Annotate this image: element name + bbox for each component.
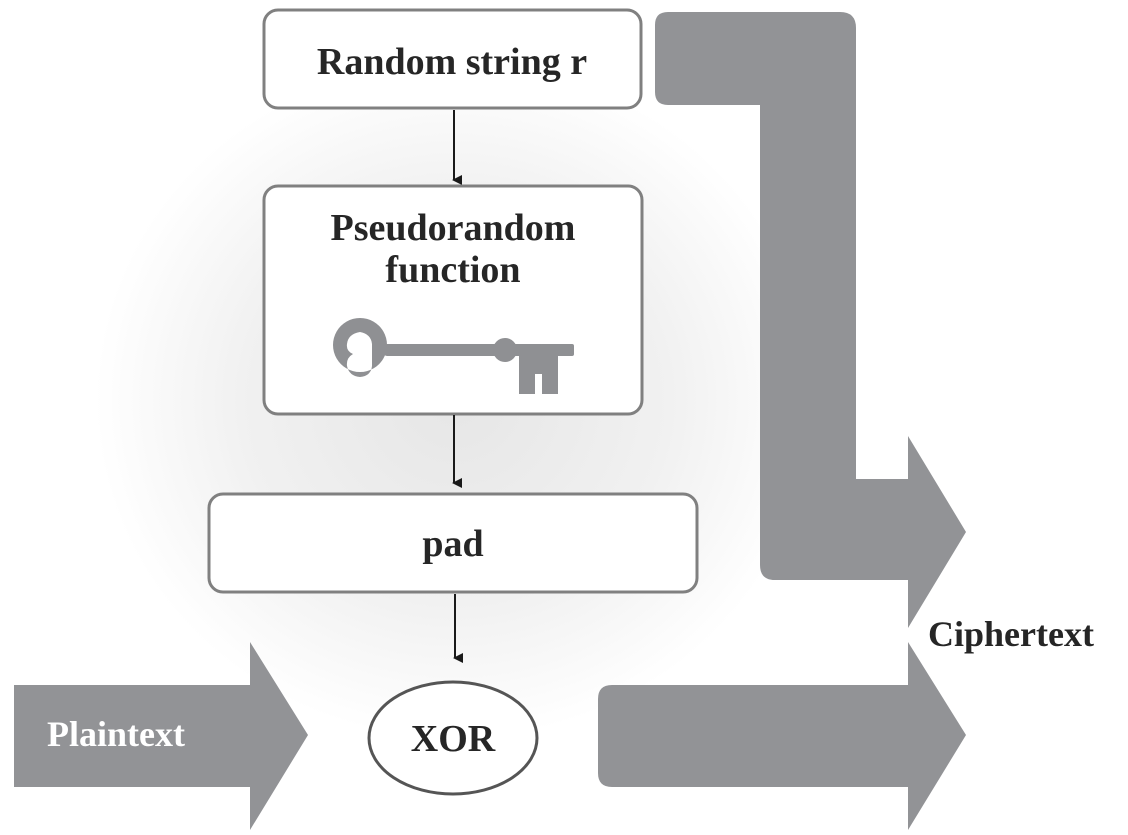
random-string-box: Random string r: [262, 8, 643, 110]
plaintext-arrow: [14, 642, 308, 830]
pad-box: pad: [207, 492, 699, 594]
xor-label: XOR: [411, 718, 496, 760]
xor-to-ciphertext-arrow: [598, 642, 966, 830]
ciphertext-label: Ciphertext: [928, 614, 1094, 654]
xor-node: XOR: [367, 680, 539, 796]
prf-box: Pseudorandom function: [262, 184, 644, 416]
random-to-ciphertext-arrow: [655, 12, 966, 628]
key-icon: [333, 318, 574, 394]
random-string-label: Random string r: [317, 41, 587, 83]
prf-label-line2: function: [385, 249, 520, 291]
plaintext-label: Plaintext: [47, 714, 185, 754]
pad-label: pad: [422, 523, 483, 565]
prf-label-line1: Pseudorandom: [331, 207, 576, 249]
